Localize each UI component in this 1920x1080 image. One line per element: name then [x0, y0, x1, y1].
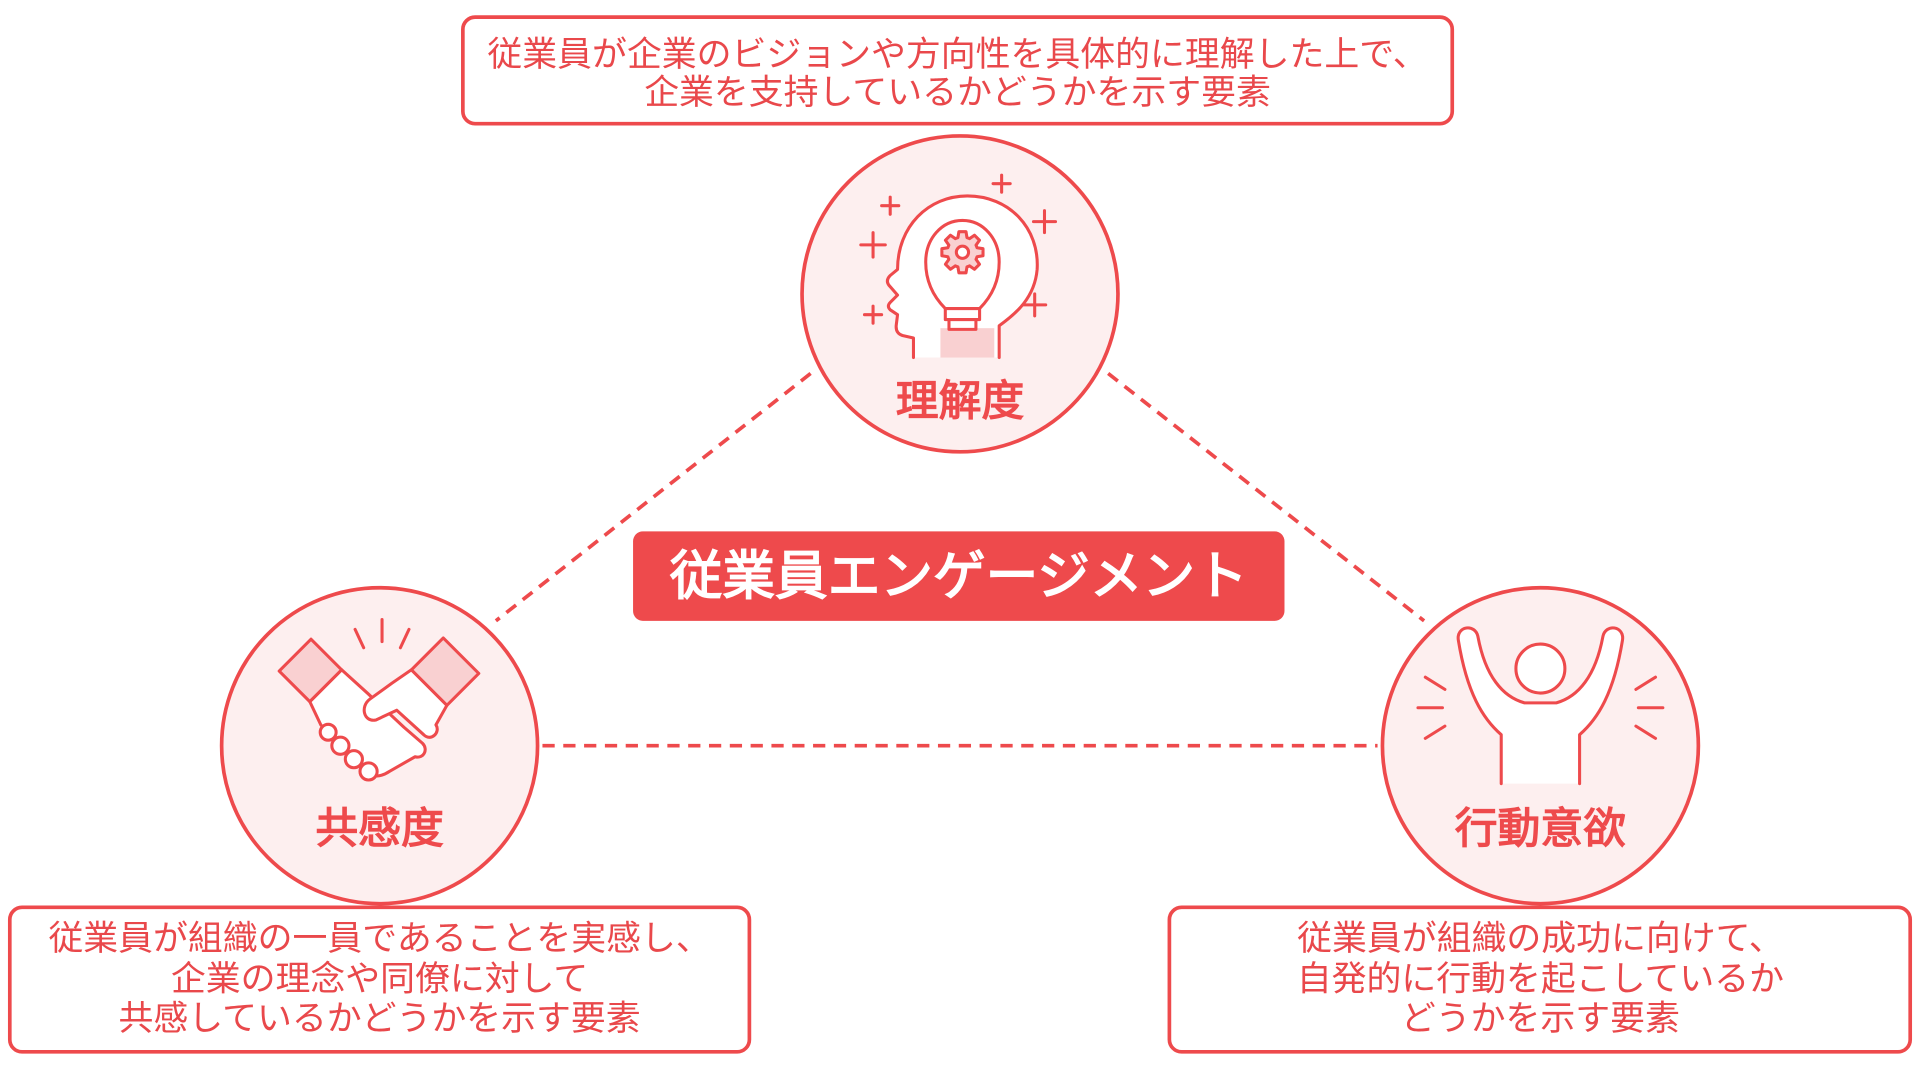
lightbulb-head-icon: [859, 173, 1058, 360]
right-cuff: [409, 636, 481, 707]
description-line: どうかを示す要素: [1401, 999, 1680, 1039]
connector-understanding-motivation: [1107, 372, 1426, 623]
neck-shade: [940, 328, 995, 358]
sparkle-icon: [862, 304, 884, 325]
description-line: 従業員が組織の成功に向けて、: [1297, 919, 1784, 959]
sparkle-icon: [1031, 209, 1058, 235]
description-line: 自発的に行動を起こしているか: [1297, 960, 1784, 1000]
description-box-empathy: 従業員が組織の一員であることを実感し、 企業の理念や同僚に対して 共感しているか…: [7, 905, 752, 1054]
element-label-motivation: 行動意欲: [1455, 804, 1627, 854]
description-box-understanding: 従業員が企業のビジョンや方向性を具体的に理解した上で、 企業を支持しているかどう…: [461, 15, 1455, 126]
element-label-understanding: 理解度: [896, 377, 1025, 427]
sparkle-icon: [1022, 292, 1048, 318]
knuckle: [358, 761, 379, 782]
description-box-frame: [461, 15, 1455, 126]
element-empathy: 共感度: [219, 585, 540, 906]
description-box-frame: [1167, 905, 1913, 1054]
person-body-fill: [1458, 627, 1623, 784]
motion-lines-right: [1634, 675, 1665, 740]
center-badge-background: [633, 531, 1285, 621]
raised-arms-person-icon: [1416, 626, 1665, 786]
sparkle-icon: [880, 195, 901, 216]
description-line: 従業員が組織の一員であることを実感し、: [48, 919, 710, 959]
description-box-motivation: 従業員が組織の成功に向けて、 自発的に行動を起こしているか どうかを示す要素: [1167, 905, 1913, 1054]
person-head: [1514, 642, 1567, 695]
element-motivation: 行動意欲: [1380, 585, 1701, 906]
knuckle: [343, 749, 364, 770]
person-body: [1456, 626, 1624, 786]
spark-rays: [353, 618, 411, 650]
knuckle: [318, 722, 338, 742]
head-silhouette: [885, 194, 1039, 360]
connector-understanding-empathy: [494, 372, 812, 623]
element-label-empathy: 共感度: [315, 804, 444, 854]
left-cuff: [277, 637, 344, 704]
description-line: 企業の理念や同僚に対して: [171, 960, 588, 1000]
center-badge-label: 従業員エンゲージメント: [669, 546, 1248, 607]
description-line: 企業を支持しているかどうかを示す要素: [644, 73, 1271, 113]
handshake-icon: [277, 618, 481, 782]
element-understanding: 理解度: [800, 134, 1120, 454]
description-line: 従業員が企業のビジョンや方向性を具体的に理解した上で、: [487, 35, 1427, 75]
gear-hole: [954, 244, 971, 260]
description-box-frame: [7, 905, 752, 1054]
knuckle: [330, 735, 351, 756]
bulb-base-lower: [947, 318, 978, 331]
sparkle-icon: [991, 173, 1012, 194]
bulb-base-upper: [943, 307, 982, 322]
sparkle-icon: [859, 231, 887, 259]
center-badge: 従業員エンゲージメント: [633, 531, 1285, 621]
motion-lines-left: [1416, 675, 1447, 740]
description-line: 共感しているかどうかを示す要素: [119, 999, 641, 1039]
